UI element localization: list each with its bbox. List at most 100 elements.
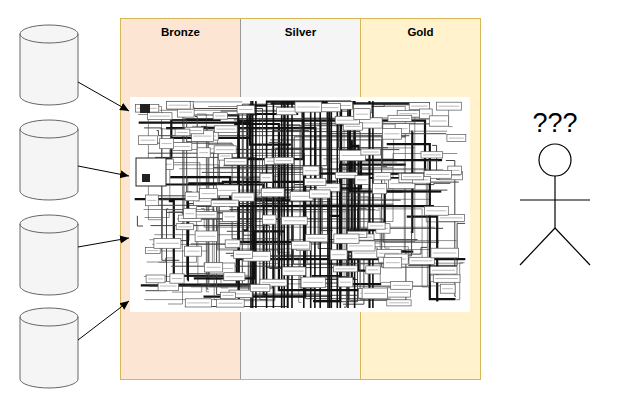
mini-box [146,275,165,283]
mini-box-scribble [312,193,329,194]
mini-box [295,102,322,112]
mini-icon [140,104,150,113]
mini-box-scribble [386,262,400,263]
trunk-wire [255,101,257,308]
mini-box-scribble [364,293,385,294]
mini-box-scribble [427,210,447,211]
wire [171,109,287,206]
mini-box [374,173,391,180]
mini-box [409,257,434,264]
mini-box [282,217,308,225]
leg [555,228,590,265]
mini-box-scribble [225,216,236,217]
mini-box-scribble [440,217,462,218]
mini-box-scribble [336,268,356,269]
wire [188,193,193,281]
mini-box [185,192,199,201]
mini-box-scribble [432,270,455,271]
spaghetti-diagram [135,101,466,308]
mini-box-scribble [276,160,292,161]
mini-box [391,282,413,290]
mini-box-scribble [227,243,238,244]
database-cylinders [20,25,78,388]
mini-box-scribble [147,200,156,201]
mini-box [204,263,222,272]
mini-box-scribble [213,203,236,204]
arrow [78,301,129,340]
trunk-wire [287,101,289,308]
mini-box [160,139,174,149]
mini-box-scribble [389,302,409,303]
mini-box [199,188,217,198]
wire [199,132,391,300]
database-cylinder [20,120,78,200]
mini-box [197,148,210,158]
trunk-wire [250,101,252,308]
trunk-wire [273,101,275,308]
mini-box-scribble [403,176,421,177]
wire [342,210,357,230]
mini-box-scribble [356,114,368,115]
wire [188,182,308,183]
trunk-wire [339,101,341,308]
mini-box-scribble [239,109,253,110]
mini-box-scribble [148,278,163,279]
mini-box-scribble [426,174,449,175]
mini-box-scribble [431,121,446,122]
mini-box [148,113,173,120]
trunk-wire [329,101,331,308]
mini-box [217,299,245,307]
mini-box [382,128,401,139]
mini-box [425,206,449,215]
mini-box [224,273,245,281]
arms [520,199,590,200]
mini-box [195,231,217,242]
mini-box-scribble [263,192,282,193]
wire [321,161,438,287]
wire [224,105,392,166]
band-heading: Gold [361,18,480,38]
band-heading: Bronze [121,18,240,38]
head [539,144,571,176]
mini-box [211,200,238,207]
mini-box-scribble [363,152,379,153]
spaghetti-background [130,97,470,312]
mini-box-scribble [308,238,326,239]
wire [181,115,257,224]
mini-box [366,266,381,274]
mini-box [274,157,294,164]
mini-box-scribble [197,236,215,237]
cylinder-rim [20,224,78,233]
mini-box [224,158,247,165]
mini-box-scribble [262,177,270,178]
mini-box-scribble [187,196,197,197]
mini-box [361,149,381,155]
wire [208,107,456,250]
wire [241,196,445,286]
mini-box [139,136,158,145]
mini-box-scribble [279,111,295,112]
mini-box [437,102,462,110]
mini-box [175,129,190,136]
question-marks: ??? [532,108,577,139]
mini-box-scribble [156,243,179,244]
wire [145,209,168,291]
trunk-wire [372,101,374,308]
mini-box-scribble [449,138,464,139]
mini-panel [136,158,166,186]
mini-box-scribble [252,288,268,289]
mini-box [338,277,353,287]
mini-box [185,246,202,256]
mini-box [260,173,273,182]
mini-box-scribble [150,116,170,117]
mini-box-scribble [368,269,378,270]
mini-box-scribble [220,156,230,157]
mini-box-scribble [147,250,158,251]
mini-box [176,224,193,230]
mini-box [237,105,255,113]
mini-box-scribble [294,245,308,246]
mini-box-scribble [177,132,188,133]
mini-box-scribble [390,118,410,119]
wire [144,210,218,300]
database-cylinder [20,308,78,388]
